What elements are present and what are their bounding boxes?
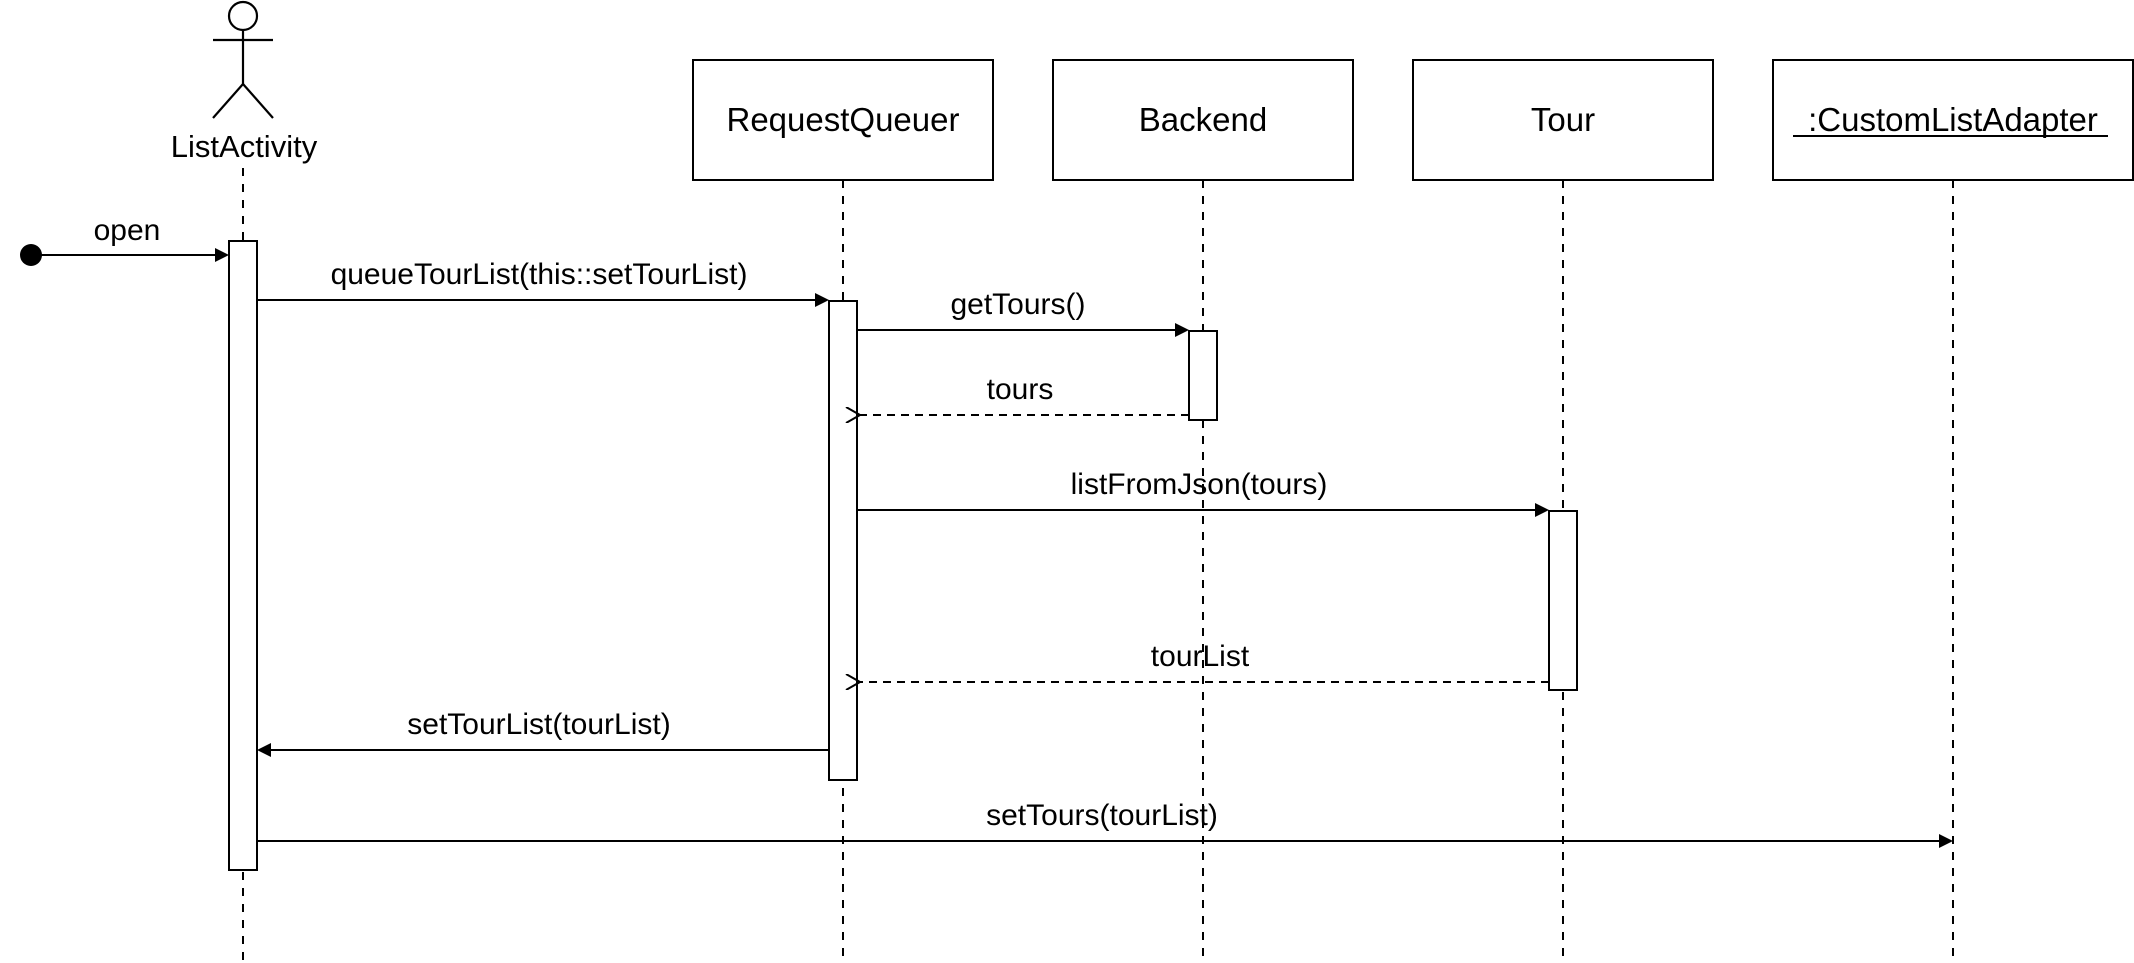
- lifeline-box: [692, 59, 994, 181]
- message-gettours: getTours(): [857, 288, 1189, 337]
- stick-figure-icon: [212, 0, 274, 119]
- message-tours: tours: [860, 373, 1189, 415]
- activation-bar-tour: [1548, 510, 1578, 691]
- message-label: setTours(tourList): [986, 799, 1218, 832]
- message-label: listFromJson(tours): [1071, 468, 1328, 501]
- lifeline-box: [1052, 59, 1354, 181]
- message-settourlist: setTourList(tourList): [257, 708, 829, 757]
- message-label: tours: [987, 373, 1054, 406]
- message-label: tourList: [1151, 640, 1250, 673]
- lifeline-label: RequestQueuer: [727, 101, 960, 138]
- message-open: open: [20, 214, 229, 266]
- message-listfromjson: listFromJson(tours): [857, 468, 1549, 517]
- message-queuetourlist: queueTourList(this::setTourList): [257, 258, 829, 307]
- activation-bar-listactivity: [228, 240, 258, 871]
- activation-bar-requestqueuer: [828, 300, 858, 781]
- lifeline-box: [1772, 59, 2134, 181]
- lifeline-customlistadapter: :CustomListAdapter: [1772, 59, 2134, 181]
- message-tourlist: tourList: [860, 640, 1549, 682]
- message-settours: setTours(tourList): [257, 799, 1953, 848]
- actor-listactivity: ListActivity: [171, 0, 318, 164]
- activation-bar-backend: [1188, 330, 1218, 421]
- message-label: getTours(): [950, 288, 1085, 321]
- lifeline-label: :CustomListAdapter: [1808, 101, 2098, 138]
- message-label: queueTourList(this::setTourList): [331, 258, 748, 291]
- lifeline-backend: Backend: [1052, 59, 1354, 181]
- message-label: open: [94, 214, 161, 247]
- lifeline-label: Backend: [1139, 101, 1267, 138]
- lifeline-box: [1412, 59, 1714, 181]
- lifeline-tour: Tour: [1412, 59, 1714, 181]
- actor-name: ListActivity: [171, 129, 318, 164]
- message-label: setTourList(tourList): [407, 708, 670, 741]
- lifeline-label: Tour: [1531, 101, 1595, 138]
- lifeline-requestqueuer: RequestQueuer: [692, 59, 994, 181]
